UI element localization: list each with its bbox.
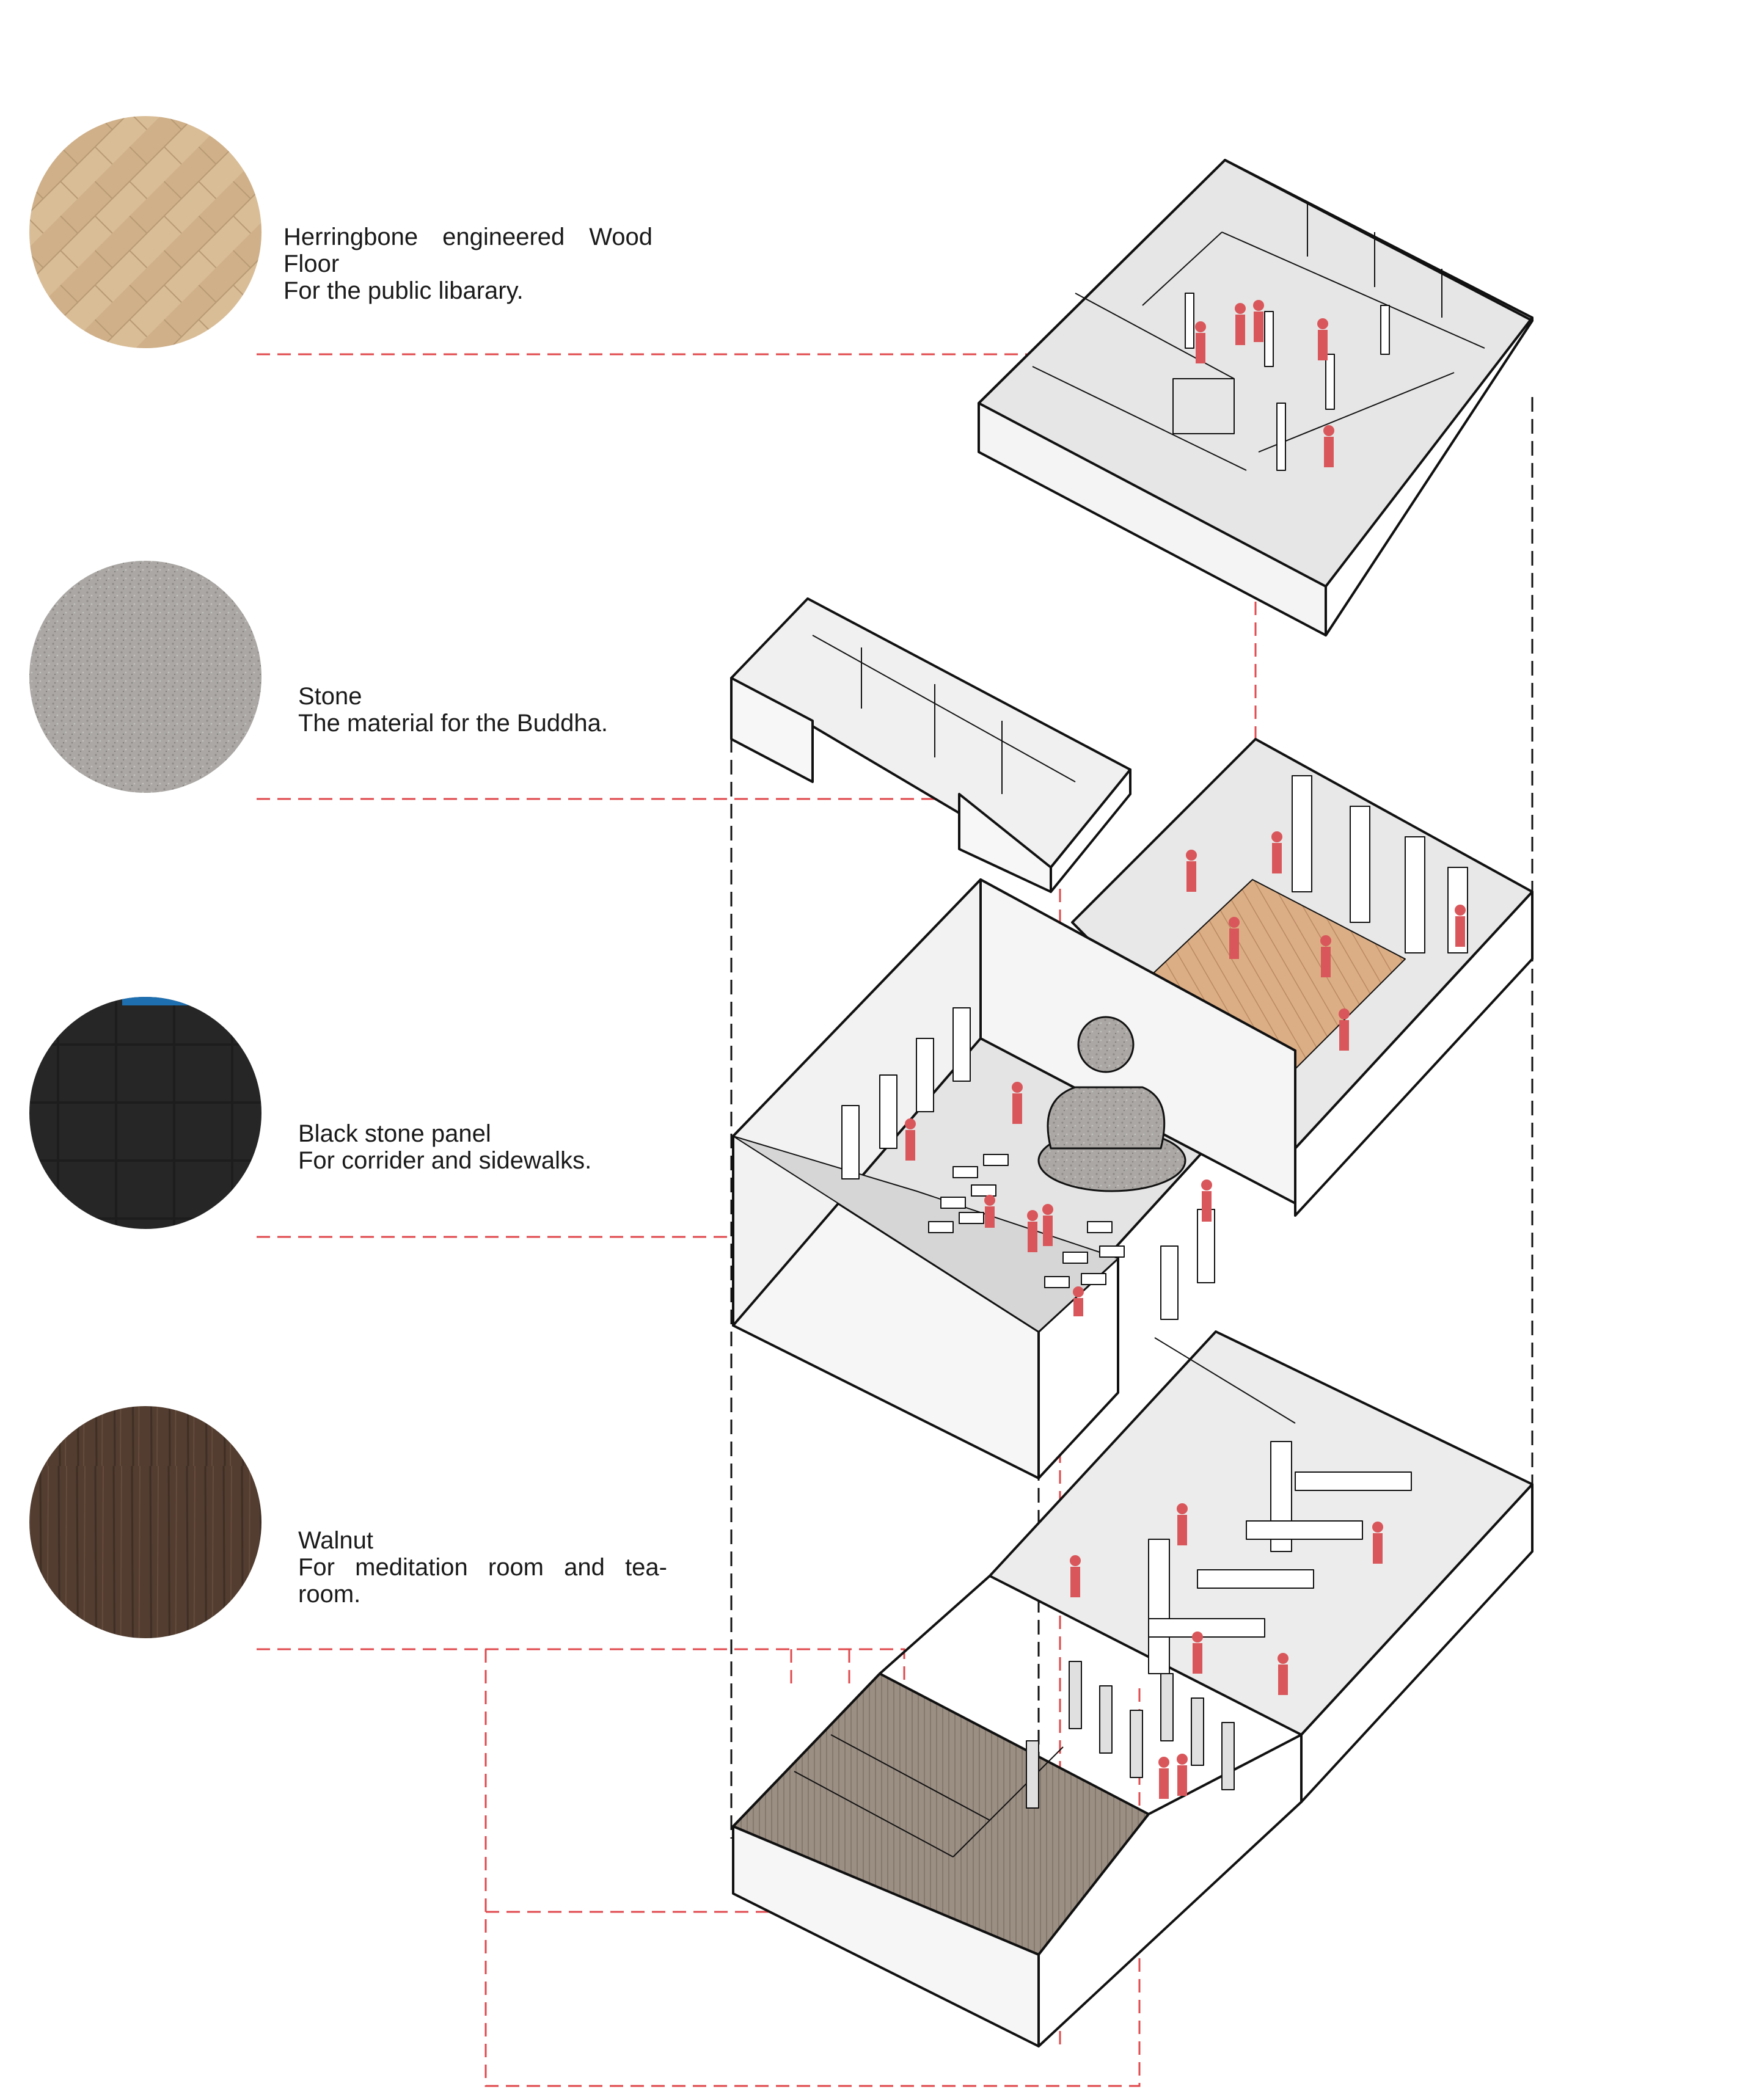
material-name: Herringbone engineered Wood Floor [283, 224, 653, 277]
swatch-herringbone-wood [29, 116, 261, 348]
person-figure [1070, 1555, 1081, 1597]
person-figure [1339, 1008, 1350, 1051]
person-figure [1229, 917, 1240, 959]
material-description: For meditation room and tea-room. [298, 1554, 667, 1608]
material-label-walnut: Walnut For meditation room and tea-room. [298, 1527, 667, 1608]
person-figure [1186, 850, 1197, 892]
person-figure [1073, 1286, 1084, 1316]
library-level [978, 159, 1533, 636]
material-label-stone: Stone The material for the Buddha. [298, 683, 665, 737]
material-description: For corrider and sidewalks. [298, 1147, 592, 1174]
alignment-lines [730, 397, 1533, 1839]
person-figure [1195, 321, 1206, 363]
person-figure [984, 1195, 995, 1228]
person-figure [1158, 1757, 1169, 1799]
person-figure [1042, 1204, 1053, 1246]
tea-room-level [732, 1330, 1533, 2047]
person-figure [1012, 1082, 1023, 1124]
person-figure [1027, 1210, 1038, 1252]
swatch-stone [29, 561, 261, 793]
material-label-herringbone: Herringbone engineered Wood Floor For th… [283, 224, 653, 304]
material-name: Walnut [298, 1527, 374, 1554]
person-figure [1201, 1179, 1212, 1222]
swatch-black-stone [29, 997, 261, 1229]
upper-annex-level [730, 597, 1131, 893]
buddha-statue [1037, 1016, 1186, 1192]
person-figure [1271, 831, 1282, 873]
material-label-black-stone: Black stone panel For corrider and sidew… [298, 1120, 689, 1174]
person-figure [1323, 425, 1334, 467]
material-name: Black stone panel [298, 1120, 491, 1147]
people-figures [905, 300, 1466, 1799]
person-figure [1192, 1632, 1203, 1674]
person-figure [1177, 1754, 1188, 1796]
material-description: The material for the Buddha. [298, 710, 608, 737]
person-figure [1320, 935, 1331, 977]
person-figure [1235, 303, 1246, 345]
person-figure [1372, 1522, 1383, 1564]
material-name: Stone [298, 683, 362, 710]
buddha-hall-level [732, 738, 1533, 1479]
swatch-walnut [29, 1406, 261, 1638]
person-figure [1253, 300, 1264, 342]
person-figure [1317, 318, 1328, 360]
person-figure [905, 1118, 916, 1161]
person-figure [1177, 1503, 1188, 1545]
person-figure [1455, 905, 1466, 947]
person-figure [1278, 1653, 1289, 1695]
material-description: For the public libarary. [283, 277, 524, 304]
